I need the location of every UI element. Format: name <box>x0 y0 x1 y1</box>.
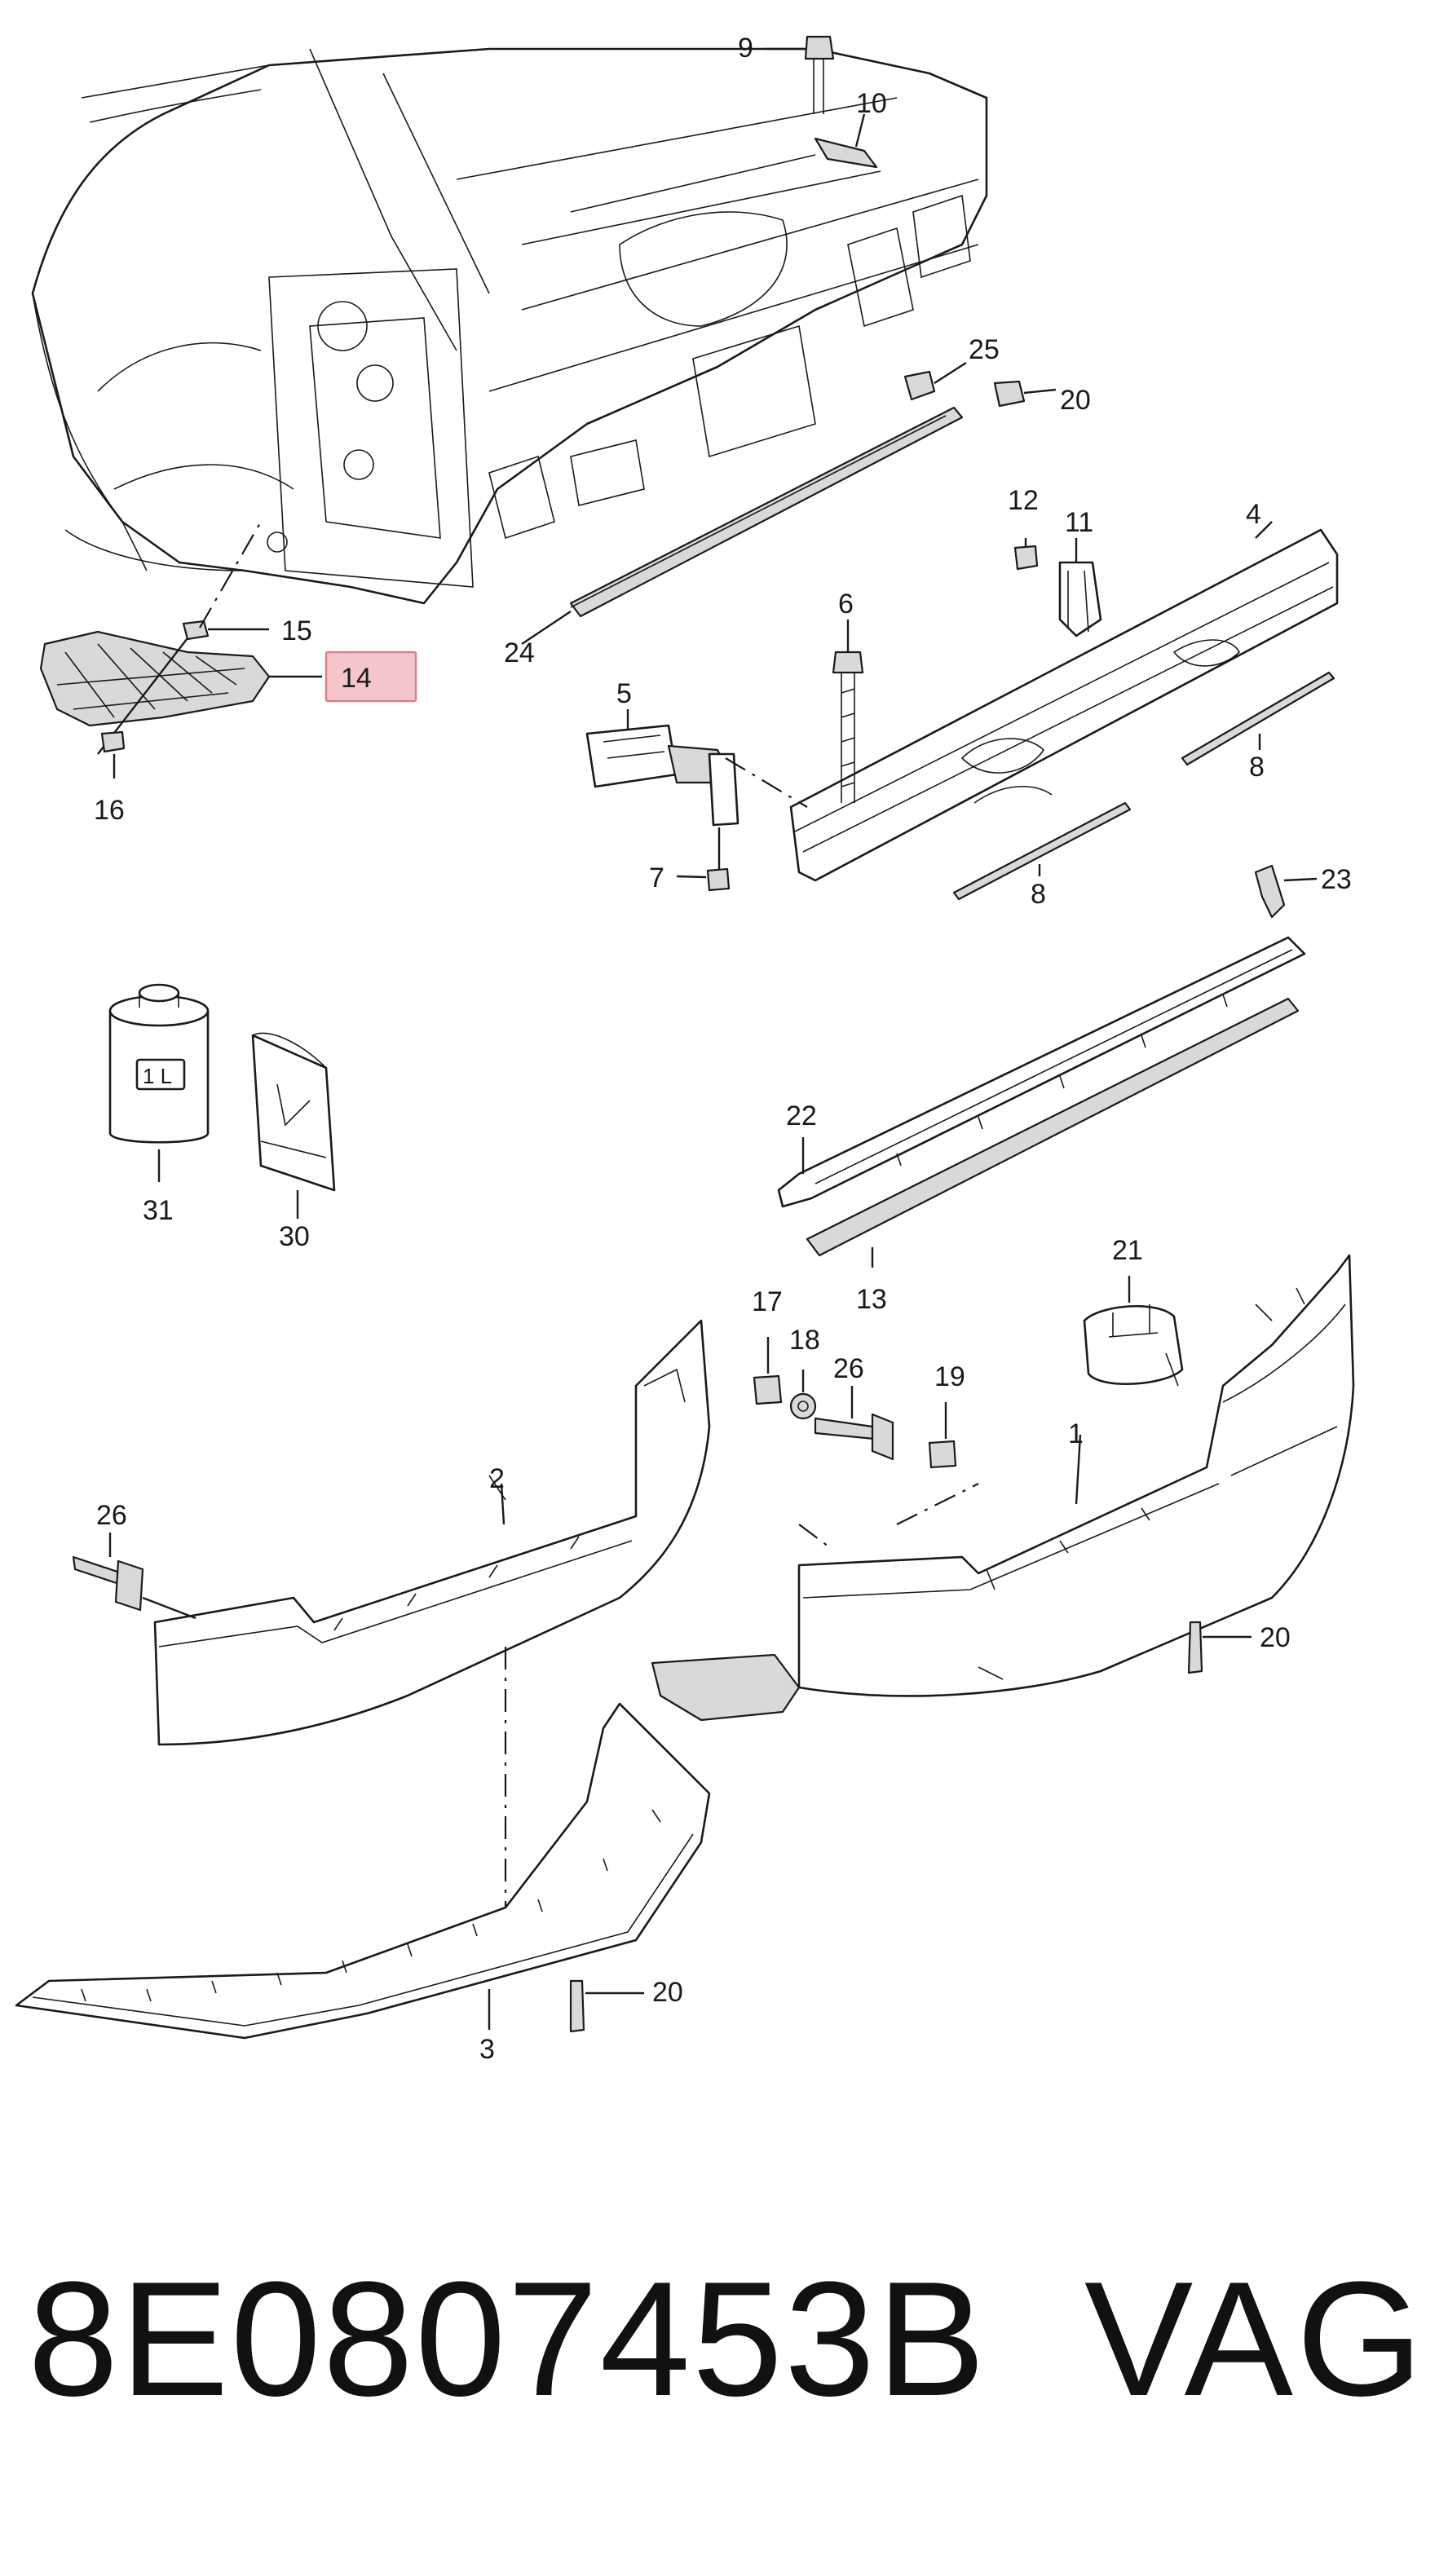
can-volume-label: 1 L <box>143 1064 172 1088</box>
callout-labels: 1 2 3 4 5 6 7 8 8 9 10 11 12 13 14 15 16… <box>94 33 1352 2065</box>
label-26b: 26 <box>96 1500 127 1531</box>
label-19: 19 <box>934 1361 965 1392</box>
highlight-box-14 <box>324 651 417 703</box>
washer-18 <box>789 1370 817 1420</box>
nut-17 <box>753 1337 783 1405</box>
pack-30 <box>251 1032 336 1219</box>
can-31 <box>108 983 210 1182</box>
clip-15 <box>182 620 269 641</box>
label-12: 12 <box>1008 485 1039 516</box>
label-6: 6 <box>838 589 854 620</box>
label-25: 25 <box>969 334 1000 365</box>
label-10: 10 <box>856 88 887 119</box>
label-15: 15 <box>281 615 312 646</box>
label-22: 22 <box>786 1101 817 1131</box>
bumper-cover-2 <box>153 1319 711 1746</box>
label-13: 13 <box>856 1284 887 1315</box>
label-16: 16 <box>94 795 125 826</box>
guide-13 <box>806 997 1300 1268</box>
screw-20-top <box>993 380 1057 408</box>
label-31: 31 <box>143 1195 174 1226</box>
seal-strip-24 <box>569 406 964 618</box>
label-23: 23 <box>1321 864 1352 895</box>
label-8b: 8 <box>1031 879 1046 910</box>
label-14: 14 <box>341 663 372 694</box>
clip-23 <box>1254 864 1318 919</box>
bolt-26-centre <box>814 1386 894 1461</box>
bolt-9 <box>766 35 835 114</box>
nut-12 <box>1013 538 1039 571</box>
parts-diagram: 1 L <box>15 33 1355 2065</box>
leader-fasteners <box>798 1483 979 1550</box>
label-2: 2 <box>489 1463 505 1494</box>
strip-8-lower <box>952 801 1132 901</box>
bumper-cover-1 <box>651 1254 1355 1722</box>
plate-10 <box>814 113 878 169</box>
label-3: 3 <box>479 2034 495 2065</box>
nut-19 <box>928 1402 957 1469</box>
label-21: 21 <box>1112 1235 1143 1266</box>
leader-14-body <box>199 521 262 629</box>
deformation-element-5 <box>585 709 808 827</box>
car-body-rear <box>31 47 988 605</box>
label-9: 9 <box>738 33 753 64</box>
label-17: 17 <box>752 1286 783 1317</box>
strip-8-right <box>1181 671 1335 766</box>
nut-7 <box>676 827 731 892</box>
clip-25 <box>903 361 967 401</box>
label-18: 18 <box>789 1325 820 1356</box>
guide-22 <box>777 936 1306 1208</box>
screw-20-bottom <box>569 1979 644 2033</box>
screw-20-mid <box>1187 1621 1252 1674</box>
bolt-26-left <box>72 1533 196 1620</box>
screw-16 <box>100 730 126 779</box>
label-20c: 20 <box>652 1977 683 2008</box>
brand-name: VAG <box>1084 2248 1427 2430</box>
label-26a: 26 <box>833 1353 864 1384</box>
leader-24 <box>521 611 572 645</box>
housing-21 <box>1083 1276 1184 1387</box>
label-4: 4 <box>1246 499 1261 530</box>
label-30: 30 <box>279 1221 310 1252</box>
label-11: 11 <box>1065 507 1093 538</box>
label-1: 1 <box>1068 1418 1084 1449</box>
label-8a: 8 <box>1249 752 1265 783</box>
impact-beam-4 <box>789 521 1339 882</box>
label-7: 7 <box>649 862 664 893</box>
bolt-6 <box>832 620 864 803</box>
label-20b: 20 <box>1260 1622 1291 1653</box>
bracket-11 <box>1058 538 1102 637</box>
bracket-14 <box>39 627 322 755</box>
part-number: 8E0807453B <box>28 2248 987 2430</box>
diffuser-3 <box>15 1702 711 2040</box>
label-24: 24 <box>504 637 535 668</box>
label-5: 5 <box>616 678 632 709</box>
label-20a: 20 <box>1060 385 1091 416</box>
